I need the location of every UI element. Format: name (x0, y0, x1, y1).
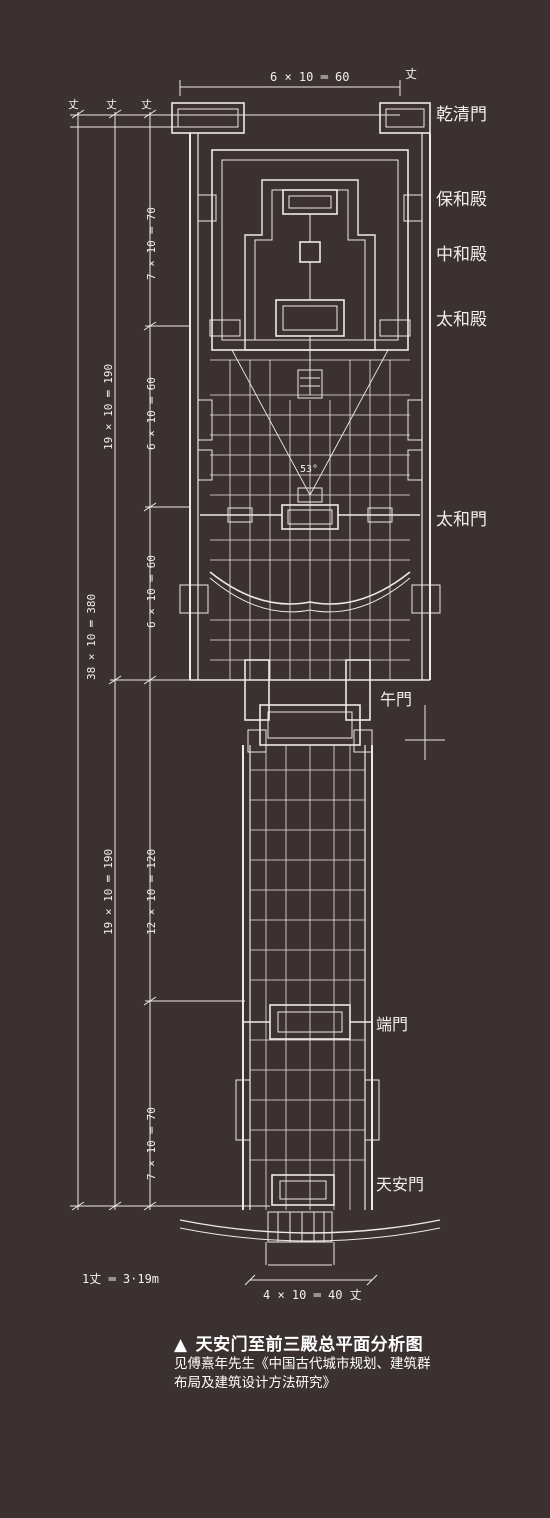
label-zhonghe-hall: 中和殿 (436, 245, 487, 265)
total-height-label: 38 × 10 ═ 380 (85, 594, 98, 680)
label-wu-gate: 午門 (380, 690, 412, 709)
caption-source-line-2: 布局及建筑设计方法研究》 (174, 1375, 336, 1391)
caption-source-line-1: 见傅熹年先生《中国古代城市规划、建筑群 (174, 1356, 431, 1372)
label-taihe-gate: 太和門 (436, 510, 487, 530)
top-width-label: 6 × 10 ═ 60 (270, 70, 349, 84)
approach-span-label-7: 7 × 10 ═ 70 (145, 1107, 158, 1180)
triangle-marker-icon: ▲ (174, 1335, 188, 1355)
court-span-label-b: 6 × 10 ═ 60 (145, 555, 158, 628)
label-baohe-hall: 保和殿 (436, 190, 487, 210)
left-unit-label-1: 丈 (68, 98, 79, 111)
halls-span-label: 7 × 10 ═ 70 (145, 207, 158, 280)
taihe-hall-outline (275, 299, 345, 337)
taihe-gate-outline (281, 504, 339, 530)
bottom-width-label: 4 × 10 ═ 40 丈 (263, 1288, 362, 1302)
north-section-label: 19 × 10 ═ 190 (102, 364, 115, 450)
south-section-label: 19 × 10 ═ 190 (102, 849, 115, 935)
left-unit-label-2: 丈 (106, 98, 117, 111)
baohe-hall-outline (282, 189, 338, 215)
figure-caption: ▲ 天安门至前三殿总平面分析图 见傅熹年先生《中国古代城市规划、建筑群 布局及建筑… (174, 1330, 544, 1393)
left-unit-label-3: 丈 (141, 98, 152, 111)
angle-label: 53° (300, 464, 318, 475)
label-duan-gate: 端門 (376, 1015, 408, 1034)
approach-span-label-12: 12 × 10 ═ 120 (145, 849, 158, 935)
court-span-label-a: 6 × 10 ═ 60 (145, 377, 158, 450)
label-taihe-hall: 太和殿 (436, 310, 487, 330)
caption-title: ▲ 天安门至前三殿总平面分析图 (174, 1330, 544, 1355)
label-tianan-gate: 天安門 (376, 1175, 424, 1194)
wu-gate-outline (259, 704, 361, 746)
label-qianqing-gate: 乾清門 (436, 105, 487, 125)
scale-label: 1丈 ═ 3·19m (82, 1272, 159, 1286)
zhonghe-hall-outline (299, 241, 321, 263)
tianan-gate-outline (271, 1174, 335, 1206)
top-unit-label: 丈 (405, 67, 417, 81)
caption-title-text: 天安门至前三殿总平面分析图 (195, 1335, 424, 1355)
